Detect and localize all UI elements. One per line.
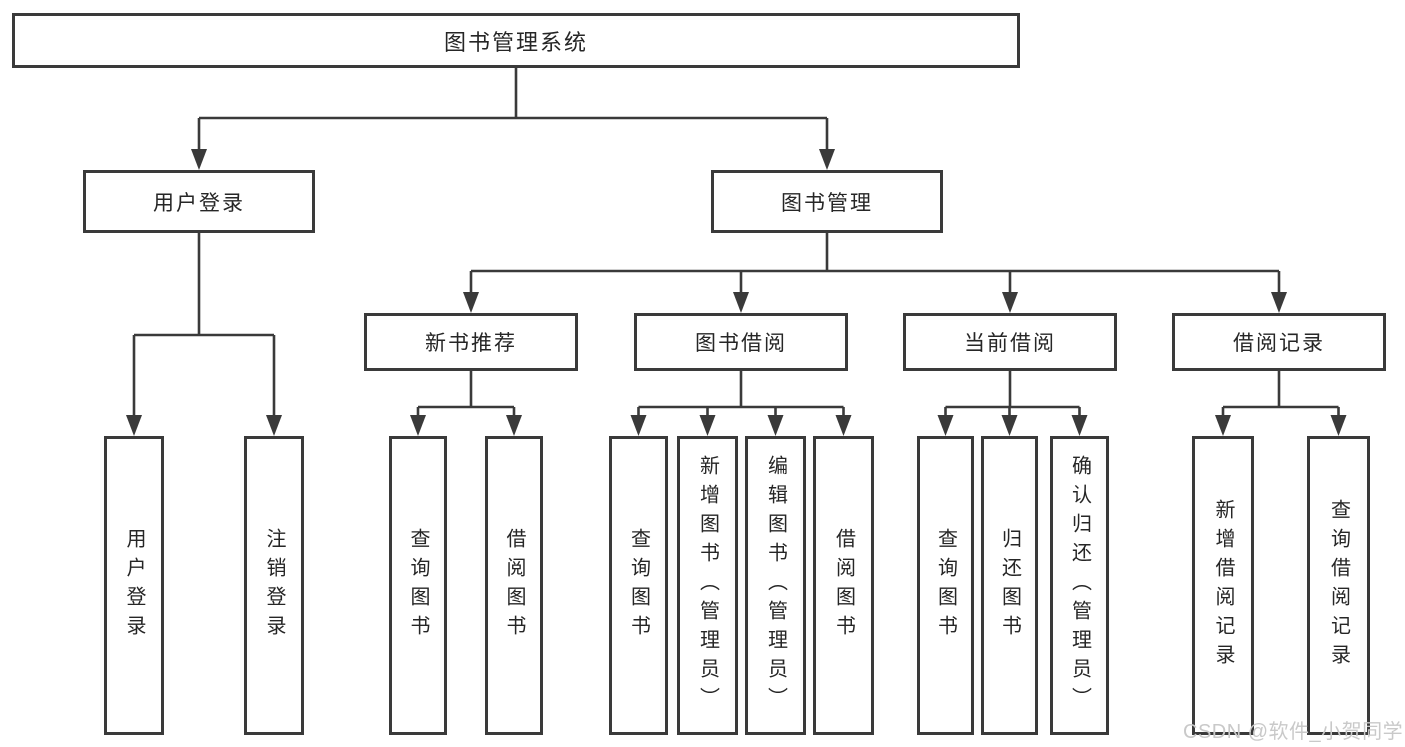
leaf-borrow-books-recommend: 借阅图书 — [485, 436, 543, 735]
leaf-return-books: 归还图书 — [981, 436, 1038, 735]
node-new-book-recommend: 新书推荐 — [364, 313, 578, 371]
arrowheads — [126, 149, 1347, 436]
leaf-add-books-admin: 新增图书（管理员） — [677, 436, 738, 735]
leaf-edit-books-admin: 编辑图书（管理员） — [745, 436, 806, 735]
node-book-borrow: 图书借阅 — [634, 313, 848, 371]
leaf-query-books-recommend: 查询图书 — [389, 436, 447, 735]
leaf-user-login: 用户登录 — [104, 436, 164, 735]
leaf-query-books-current: 查询图书 — [917, 436, 974, 735]
leaf-borrow-books: 借阅图书 — [813, 436, 874, 735]
leaf-logout-login: 注销登录 — [244, 436, 304, 735]
leaf-add-borrow-record: 新增借阅记录 — [1192, 436, 1254, 735]
node-library-system: 图书管理系统 — [12, 13, 1020, 68]
leaf-query-books-borrow: 查询图书 — [609, 436, 668, 735]
csdn-watermark: CSDN @软件_小贺同学 — [1183, 721, 1404, 743]
leaf-confirm-return-admin: 确认归还（管理员） — [1050, 436, 1109, 735]
leaf-query-borrow-record: 查询借阅记录 — [1307, 436, 1370, 735]
node-current-borrow: 当前借阅 — [903, 313, 1117, 371]
node-borrow-records: 借阅记录 — [1172, 313, 1386, 371]
node-user-login: 用户登录 — [83, 170, 315, 233]
node-book-management: 图书管理 — [711, 170, 943, 233]
